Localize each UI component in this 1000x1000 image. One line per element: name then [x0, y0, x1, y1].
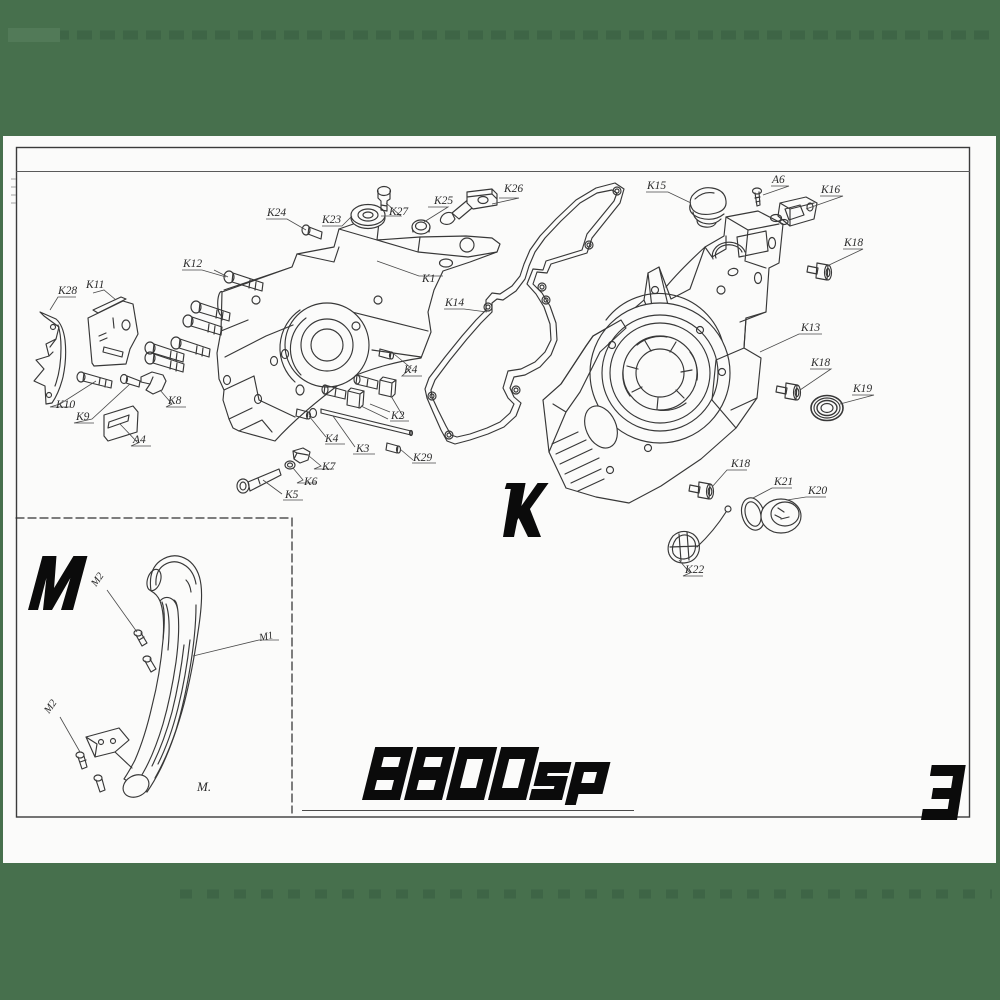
svg-text:A6: A6	[771, 174, 785, 186]
svg-text:K16: K16	[820, 184, 840, 196]
svg-text:K4: K4	[324, 433, 339, 445]
svg-text:K18: K18	[810, 357, 830, 369]
svg-text:K26: K26	[503, 183, 523, 195]
svg-text:K23: K23	[321, 214, 341, 226]
svg-text:K14: K14	[444, 297, 464, 309]
svg-text:K18: K18	[843, 237, 863, 249]
svg-text:K22: K22	[684, 564, 704, 576]
svg-text:K3: K3	[355, 443, 370, 455]
svg-text:K15: K15	[646, 180, 666, 192]
svg-text:K20: K20	[807, 485, 827, 497]
svg-text:M1: M1	[257, 630, 274, 644]
svg-text:K7: K7	[321, 461, 337, 473]
svg-text:K24: K24	[266, 207, 286, 219]
svg-text:K1: K1	[421, 273, 435, 285]
svg-text:M.: M.	[196, 779, 211, 794]
svg-text:K18: K18	[730, 458, 750, 470]
svg-text:K11: K11	[85, 279, 104, 291]
svg-text:K28: K28	[57, 285, 77, 297]
svg-text:K4: K4	[403, 364, 418, 376]
svg-text:K9: K9	[75, 411, 90, 423]
svg-text:K10: K10	[55, 399, 75, 411]
svg-text:K27: K27	[388, 206, 409, 218]
svg-text:K2: K2	[390, 410, 405, 422]
svg-text:K12: K12	[182, 258, 202, 270]
svg-text:K8: K8	[167, 395, 182, 407]
svg-text:K25: K25	[433, 195, 453, 207]
svg-text:K19: K19	[852, 383, 872, 395]
svg-text:K5: K5	[284, 489, 299, 501]
svg-text:K21: K21	[773, 476, 793, 488]
svg-text:K13: K13	[800, 322, 820, 334]
svg-text:K6: K6	[303, 476, 318, 488]
svg-text:A4: A4	[132, 434, 146, 446]
svg-text:K29: K29	[412, 452, 432, 464]
